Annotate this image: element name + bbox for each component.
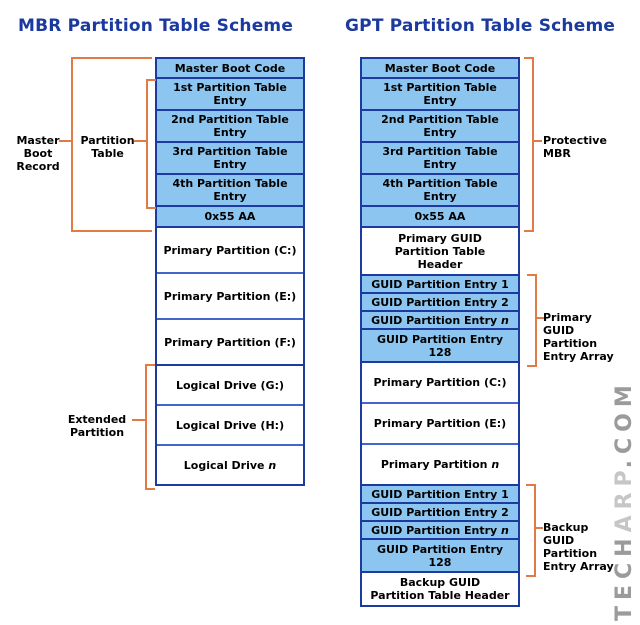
diagram-cell: Master Boot Code xyxy=(362,59,518,77)
extended-partition-bracket xyxy=(145,364,155,490)
diagram-section-group: Logical Drive (G:) Logical Drive (H:) Logi… xyxy=(157,364,303,484)
backup-guid-array-label: Backup GUID Partition Entry Array xyxy=(543,521,614,573)
diagram-cell: Logical Drive (H:) xyxy=(157,404,303,444)
diagram-cell: 0x55 AA xyxy=(157,205,303,226)
mbr-diagram-title: MBR Partition Table Scheme xyxy=(18,16,294,36)
diagram-cell-label: Primary Partition (F:) xyxy=(164,335,296,349)
diagram-cell: GUID Partition Entry 2 xyxy=(362,502,518,520)
extended-partition-tick xyxy=(132,419,145,421)
diagram-cell: GUID Partition Entry n xyxy=(362,310,518,328)
partition-table-label: Partition Table xyxy=(80,134,135,160)
diagram-section-white: Primary Partition (C:) Primary Partition … xyxy=(157,228,303,364)
watermark-arp: ARP xyxy=(612,468,637,533)
master-boot-record-label: Master Boot Record xyxy=(16,134,60,173)
extended-partition-label: Extended Partition xyxy=(67,413,127,439)
diagram-cell-label: Logical Drive (H:) xyxy=(175,418,285,432)
diagram-cell: Primary Partition (F:) xyxy=(157,318,303,364)
diagram-cell-label: 0x55 AA xyxy=(414,210,466,223)
diagram-cell-label: GUID Partition Entry 2 xyxy=(371,295,509,309)
backup-guid-array-bracket xyxy=(526,484,536,577)
diagram-cell: GUID Partition Entry 1 xyxy=(362,276,518,292)
diagram-cell: GUID Partition Entry 2 xyxy=(362,292,518,310)
partition-table-bracket xyxy=(146,79,156,209)
diagram-cell: 0x55 AA xyxy=(362,205,518,226)
diagram-cell: Primary Partition (E:) xyxy=(362,402,518,443)
protective-mbr-tick xyxy=(532,140,542,142)
partition-table-tick xyxy=(134,140,146,142)
diagram-cell-label: GUID Partition Entry 1 xyxy=(371,487,509,501)
diagram-cell-label: GUID Partition Entry 2 xyxy=(371,505,509,519)
diagram-cell-label: Master Boot Code xyxy=(384,61,496,75)
diagram-cell: Primary Partition (C:) xyxy=(157,228,303,272)
diagram-cell-label: 0x55 AA xyxy=(204,210,256,223)
diagram-cell: GUID Partition Entry n xyxy=(362,520,518,538)
watermark-com: .COM xyxy=(612,379,637,469)
protective-mbr-label: Protective MBR xyxy=(543,134,607,160)
gpt-diagram-title: GPT Partition Table Scheme xyxy=(345,16,616,36)
diagram-cell: GUID Partition Entry 1 xyxy=(362,486,518,502)
diagram-cell-label: Primary Partition (E:) xyxy=(163,289,297,303)
diagram-cell-label: GUID Partition Entry 1 xyxy=(371,277,509,291)
diagram-cell-label: Primary Partition (E:) xyxy=(373,417,507,430)
backup-guid-array-tick xyxy=(534,527,543,529)
diagram-cell-label: GUID Partition Entry n xyxy=(371,523,509,537)
diagram-cell-label: Primary Partition (C:) xyxy=(373,376,507,389)
diagram-cell-label: Logical Drive n xyxy=(183,458,277,472)
diagram-section-blue: GUID Partition Entry 1 GUID Partition Ent… xyxy=(362,484,518,573)
diagram-section-blue: GUID Partition Entry 1 GUID Partition Ent… xyxy=(362,274,518,363)
primary-guid-array-bracket xyxy=(527,274,537,367)
protective-mbr-bracket xyxy=(524,57,534,232)
diagram-cell-label: Logical Drive (G:) xyxy=(175,378,285,392)
diagram-cell: Logical Drive n xyxy=(157,444,303,484)
primary-guid-array-tick xyxy=(535,317,544,319)
diagram-section-white: Primary Partition (C:) Primary Partition … xyxy=(362,363,518,484)
diagram-cell: Primary Partition (C:) xyxy=(362,363,518,402)
watermark-tech: TECH xyxy=(612,532,637,621)
techarp-watermark: TECHARP.COM xyxy=(612,379,637,621)
diagram-cell-label: GUID Partition Entry n xyxy=(371,313,509,327)
diagram-cell: Primary Partition (E:) xyxy=(157,272,303,318)
diagram-cell: Primary Partition n xyxy=(362,443,518,484)
diagram-cell-label: Primary Partition (C:) xyxy=(163,243,297,257)
primary-guid-array-label: Primary GUID Partition Entry Array xyxy=(543,311,614,363)
master-boot-record-tick xyxy=(59,140,71,142)
diagram-cell-label: Master Boot Code xyxy=(174,61,286,75)
diagram-cell: Logical Drive (G:) xyxy=(157,366,303,404)
diagram-cell-label: Primary Partition n xyxy=(380,458,500,471)
master-boot-record-bracket xyxy=(71,57,152,232)
diagram-cell: Master Boot Code xyxy=(157,59,303,77)
